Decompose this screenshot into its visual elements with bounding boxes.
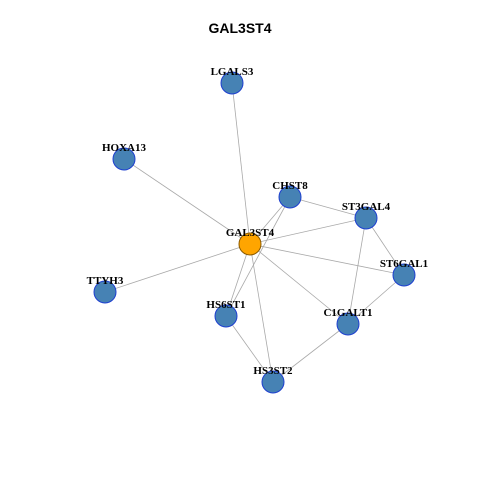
edge-st6gal1-c1galt1 (347, 274, 405, 325)
node-ttyh3[interactable] (93, 280, 117, 304)
edge-gal3st4-c1galt1 (249, 243, 349, 325)
node-hs6st1[interactable] (214, 304, 238, 328)
node-st6gal1[interactable] (392, 263, 416, 287)
edge-chst8-hs6st1 (225, 196, 291, 317)
edge-c1galt1-hs3st2 (272, 323, 349, 383)
node-label-lgals3: LGALS3 (211, 66, 254, 78)
node-label-hs6st1: HS6ST1 (206, 299, 245, 311)
node-hs3st2[interactable] (261, 370, 285, 394)
node-label-c1galt1: C1GALT1 (323, 307, 372, 319)
node-label-hs3st2: HS3ST2 (253, 365, 293, 377)
node-hoxa13[interactable] (112, 147, 136, 171)
figure-title: GAL3ST4 (208, 20, 272, 36)
node-label-hoxa13: HOXA13 (102, 142, 147, 154)
node-chst8[interactable] (278, 185, 302, 209)
node-label-gal3st4: GAL3ST4 (226, 227, 275, 239)
node-layer (93, 71, 416, 394)
edge-gal3st4-hoxa13 (123, 158, 251, 245)
node-c1galt1[interactable] (336, 312, 360, 336)
edge-hs6st1-hs3st2 (225, 315, 274, 383)
edge-gal3st4-st6gal1 (249, 243, 405, 276)
label-layer: GAL3ST4 LGALS3HOXA13CHST8ST3GAL4ST6GAL1TT… (87, 66, 428, 377)
edge-st3gal4-c1galt1 (347, 217, 367, 325)
node-st3gal4[interactable] (354, 206, 378, 230)
node-gal3st4[interactable] (238, 232, 262, 256)
node-label-ttyh3: TTYH3 (87, 275, 124, 287)
node-label-chst8: CHST8 (272, 180, 308, 192)
node-label-st6gal1: ST6GAL1 (380, 258, 428, 270)
edge-chst8-st3gal4 (289, 196, 367, 219)
node-label-st3gal4: ST3GAL4 (342, 201, 391, 213)
node-lgals3[interactable] (220, 71, 244, 95)
edge-gal3st4-st3gal4 (249, 217, 367, 245)
edge-gal3st4-hs3st2 (249, 243, 274, 383)
edge-gal3st4-hs6st1 (225, 243, 251, 317)
edge-gal3st4-lgals3 (231, 82, 251, 245)
edge-gal3st4-ttyh3 (104, 243, 251, 293)
